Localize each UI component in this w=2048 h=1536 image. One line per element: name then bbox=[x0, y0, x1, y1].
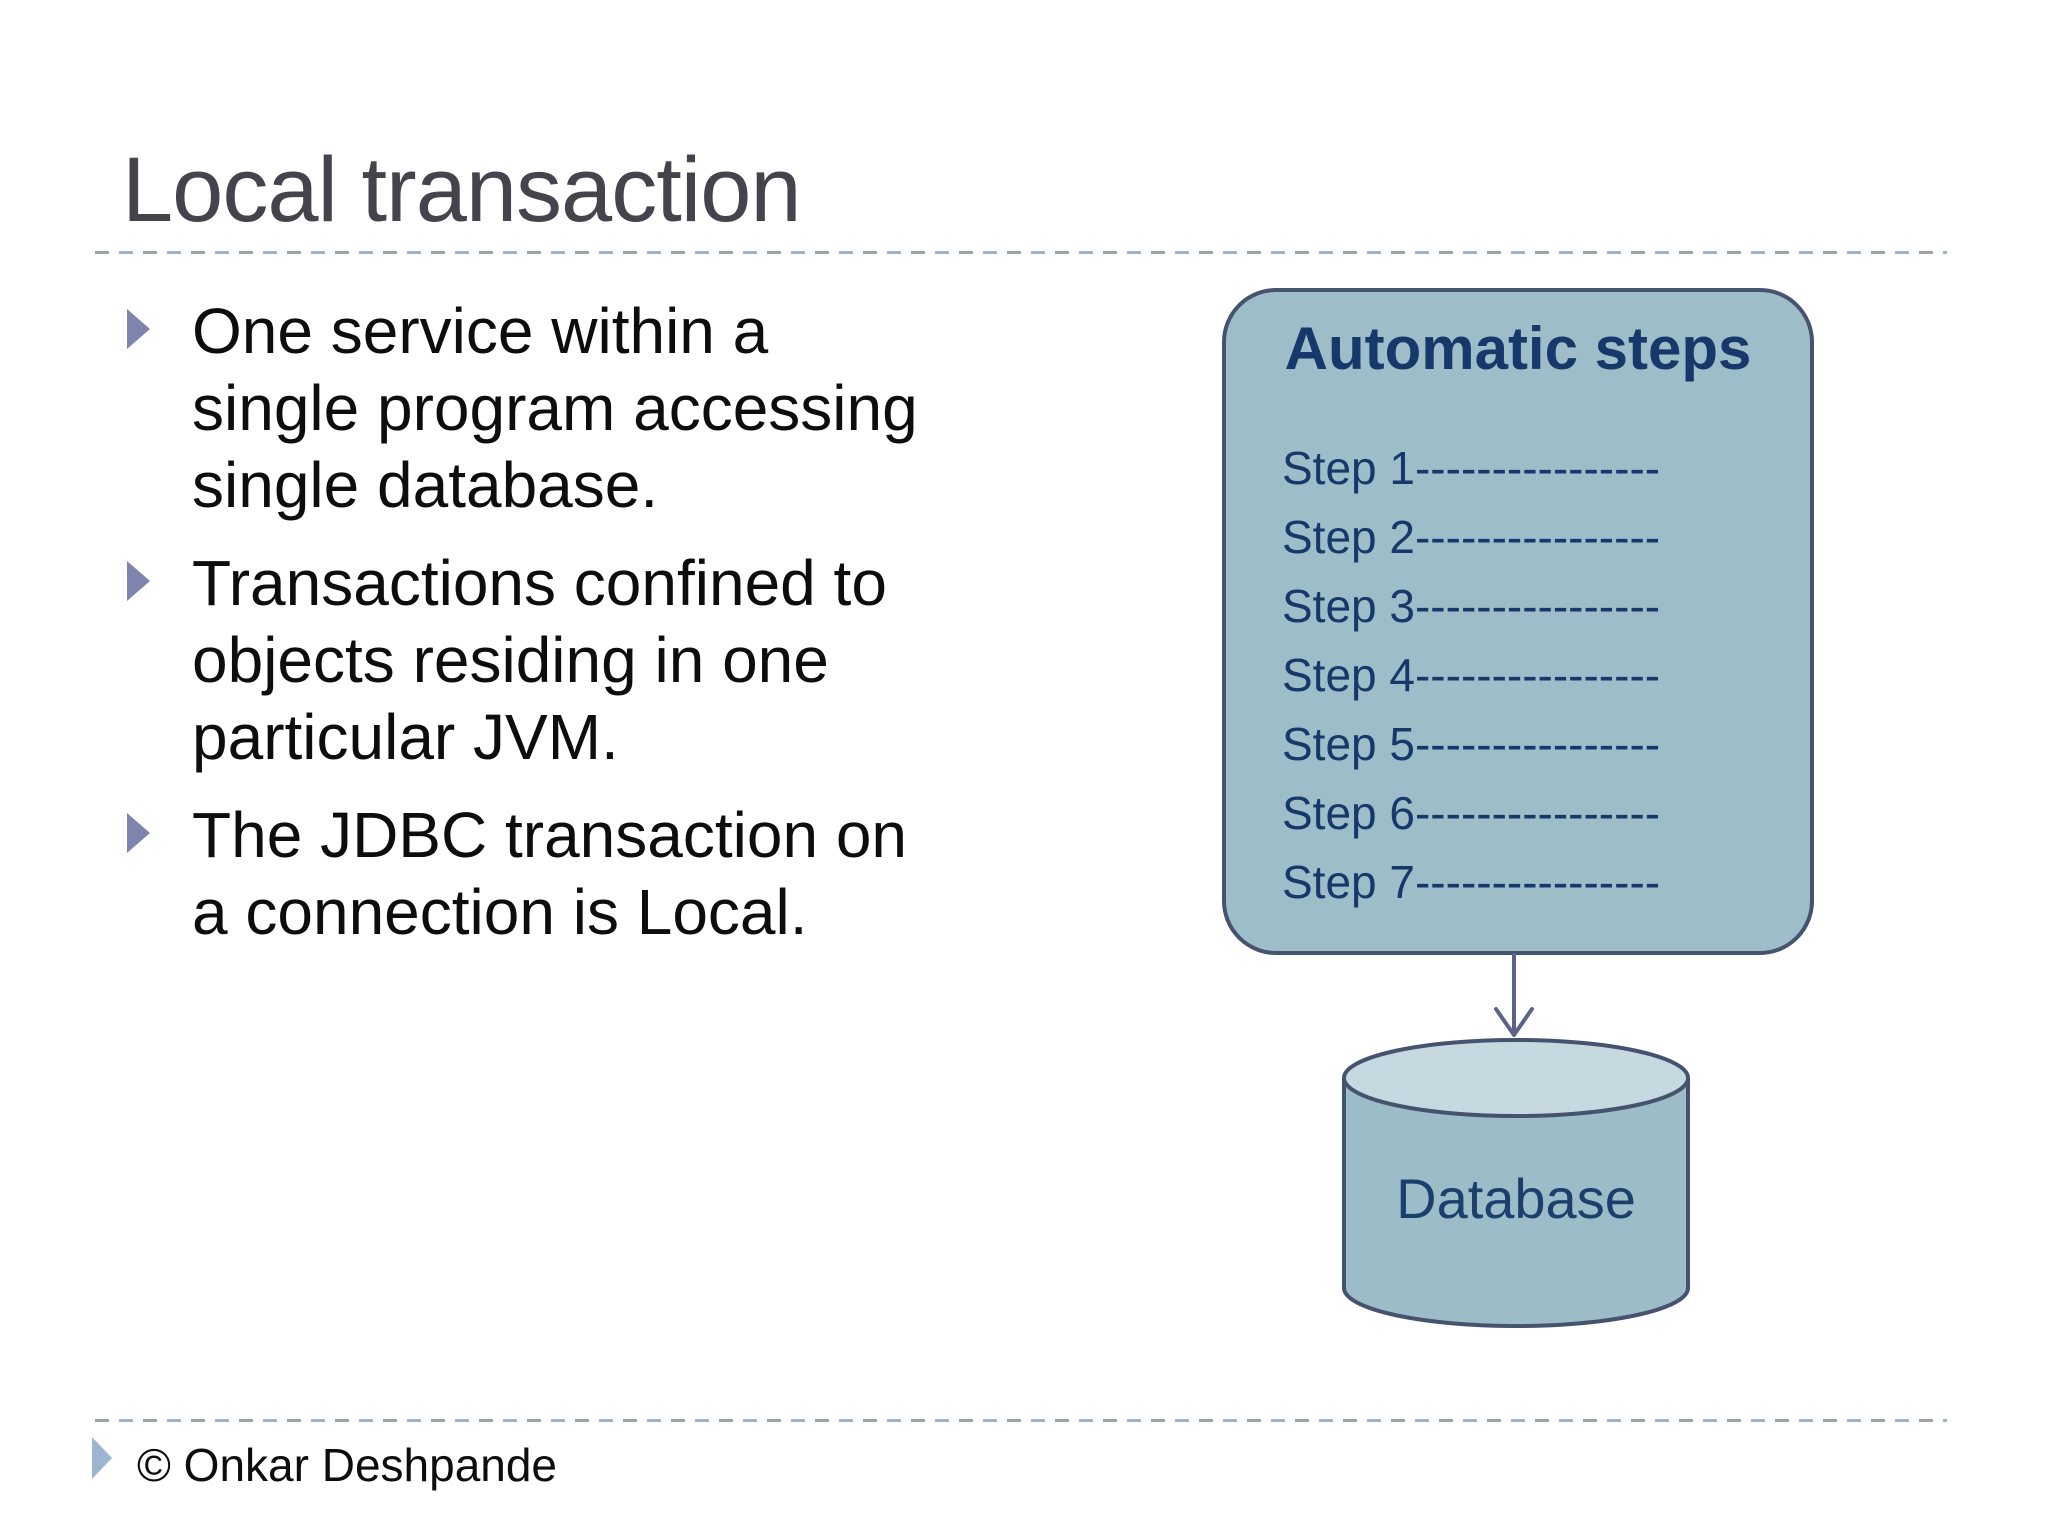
step-line: Step 5---------------- bbox=[1282, 718, 1661, 770]
footer-divider bbox=[95, 1419, 1947, 1422]
footer-arrow-icon bbox=[92, 1437, 112, 1479]
step-line: Step 1---------------- bbox=[1282, 442, 1661, 494]
page-title: Local transaction bbox=[122, 139, 802, 241]
bullet-text: The JDBC transaction on a connection is … bbox=[192, 799, 907, 948]
bullet-arrow-icon bbox=[127, 813, 150, 853]
automatic-steps-panel: Automatic steps Step 1---------------- S… bbox=[1222, 288, 1814, 955]
bullet-text: One service within a single program acce… bbox=[192, 295, 918, 521]
bullet-item: One service within a single program acce… bbox=[127, 293, 1232, 524]
bullet-arrow-icon bbox=[127, 561, 150, 601]
step-line: Step 7---------------- bbox=[1282, 856, 1661, 908]
bullet-item: The JDBC transaction on a connection is … bbox=[127, 797, 1232, 951]
bullet-text: Transactions confined to objects residin… bbox=[192, 547, 887, 773]
bullet-arrow-icon bbox=[127, 309, 150, 349]
steps-list: Step 1---------------- Step 2-----------… bbox=[1282, 434, 1660, 917]
step-line: Step 3---------------- bbox=[1282, 580, 1661, 632]
database-cylinder bbox=[1340, 1036, 1692, 1341]
panel-title: Automatic steps bbox=[1284, 315, 1752, 382]
footer-copyright: © Onkar Deshpande bbox=[137, 1439, 558, 1491]
step-line: Step 2---------------- bbox=[1282, 511, 1661, 563]
title-divider bbox=[95, 251, 1947, 254]
step-line: Step 4---------------- bbox=[1282, 649, 1661, 701]
down-arrow-icon bbox=[1484, 953, 1544, 1046]
bullet-item: Transactions confined to objects residin… bbox=[127, 545, 1232, 776]
database-label: Database bbox=[1396, 1167, 1636, 1230]
step-line: Step 6---------------- bbox=[1282, 787, 1661, 839]
